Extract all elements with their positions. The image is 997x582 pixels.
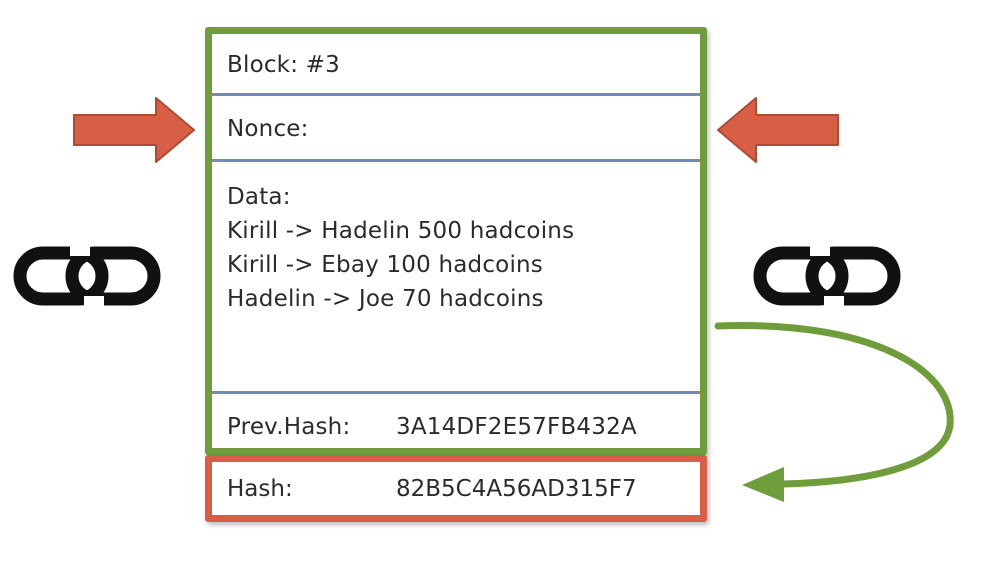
chain-link-icon — [13, 244, 161, 308]
curved-arrow-icon — [714, 322, 954, 502]
arrow-right-icon — [73, 97, 195, 163]
chain-link-icon — [753, 244, 901, 308]
hash-label: Hash: — [227, 476, 293, 502]
nonce-label: Nonce: — [227, 116, 309, 142]
nonce-row: Nonce: — [212, 96, 700, 162]
transaction-line: Kirill -> Hadelin 500 hadcoins — [227, 218, 575, 244]
hash-box: Hash: 82B5C4A56AD315F7 — [205, 455, 707, 522]
data-label: Data: — [227, 184, 291, 210]
block-number-label: Block: #3 — [227, 52, 340, 78]
prev-hash-row: Prev.Hash: 3A14DF2E57FB432A — [212, 394, 700, 448]
block-number-row: Block: #3 — [212, 34, 700, 96]
transaction-line: Kirill -> Ebay 100 hadcoins — [227, 252, 543, 278]
block-card: Block: #3 Nonce: Data: Kirill -> Hadelin… — [205, 27, 707, 455]
data-section: Data: Kirill -> Hadelin 500 hadcoins Kir… — [212, 162, 700, 394]
prev-hash-label: Prev.Hash: — [227, 414, 351, 440]
transaction-line: Hadelin -> Joe 70 hadcoins — [227, 286, 544, 312]
hash-value: 82B5C4A56AD315F7 — [396, 476, 637, 502]
prev-hash-value: 3A14DF2E57FB432A — [396, 414, 637, 440]
arrow-left-icon — [717, 97, 839, 163]
